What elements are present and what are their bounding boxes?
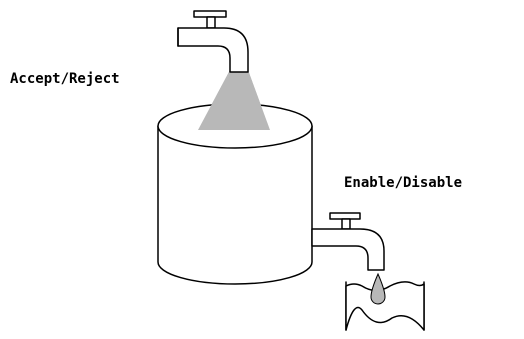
tank	[157, 103, 313, 285]
inflow-label: Accept/Reject	[10, 71, 120, 87]
bucket-icon	[345, 281, 425, 331]
inflow-stream-cone	[198, 70, 270, 130]
water-drop-icon	[370, 272, 386, 305]
inflow-faucet-icon	[177, 10, 249, 73]
tank-body	[157, 125, 313, 285]
outflow-label: Enable/Disable	[344, 175, 462, 191]
outflow-faucet-icon	[311, 212, 385, 271]
